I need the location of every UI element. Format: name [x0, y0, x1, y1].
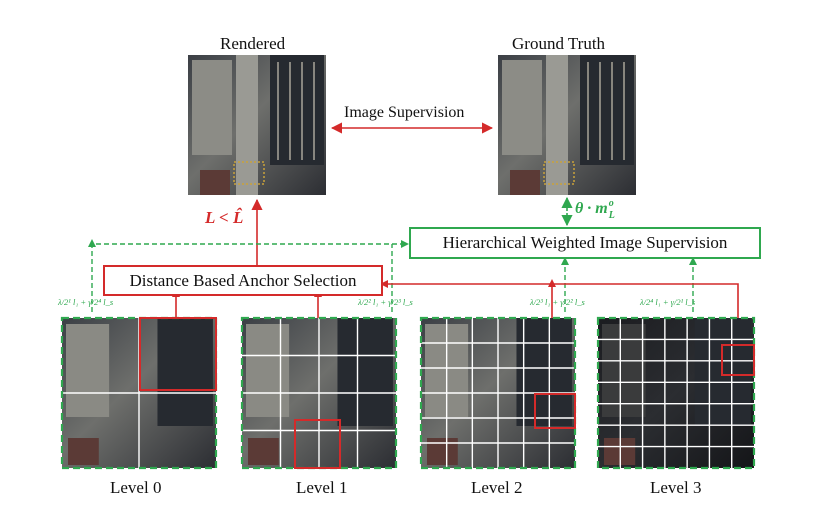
weight-term-label: θ · m o L [575, 198, 618, 221]
weight-formula-level3: λ/2⁴ l₁ + γ/2¹ l_s [640, 297, 696, 307]
rendered-title: Rendered [220, 34, 286, 53]
weight-term-sup: o [608, 198, 614, 209]
level-0-selected-anchor [139, 317, 217, 391]
image-supervision-label: Image Supervision [342, 104, 467, 122]
anchor-selection-box: Distance Based Anchor Selection [103, 265, 383, 296]
level-1-image [240, 316, 398, 470]
anchor-selection-label: Distance Based Anchor Selection [129, 270, 357, 290]
weight-formula-level1: λ/2² l₁ + γ/2³ l_s [358, 297, 413, 307]
level-2-image [419, 316, 577, 470]
hierarchical-supervision-label: Hierarchical Weighted Image Supervision [442, 233, 728, 252]
weight-formula-level0: λ/2¹ l₁ + γ/2⁴ l_s [58, 297, 114, 307]
level-label-2: Level 2 [471, 478, 523, 497]
level-label-1: Level 1 [296, 478, 348, 497]
level-2-border [419, 316, 577, 470]
level-1-selected-anchor [294, 419, 341, 469]
level-3-border [596, 316, 756, 470]
ground-truth-image [498, 55, 636, 195]
weight-formula-level2: λ/2³ l₁ + γ/2² l_s [530, 297, 585, 307]
loss-condition-label: L < L̂ [205, 208, 244, 227]
level-label-3: Level 3 [650, 478, 702, 497]
level-3-image [596, 316, 756, 470]
level-0-image [60, 316, 218, 470]
weight-term-sub: L [608, 210, 615, 221]
level-3-selected-anchor [721, 344, 755, 376]
weight-term-main: θ · m [575, 200, 608, 217]
level-2-selected-anchor [534, 393, 576, 429]
hierarchical-supervision-box: Hierarchical Weighted Image Supervision [409, 227, 761, 259]
level-label-0: Level 0 [110, 478, 162, 497]
rendered-image [188, 55, 326, 195]
ground-truth-title: Ground Truth [512, 34, 606, 53]
